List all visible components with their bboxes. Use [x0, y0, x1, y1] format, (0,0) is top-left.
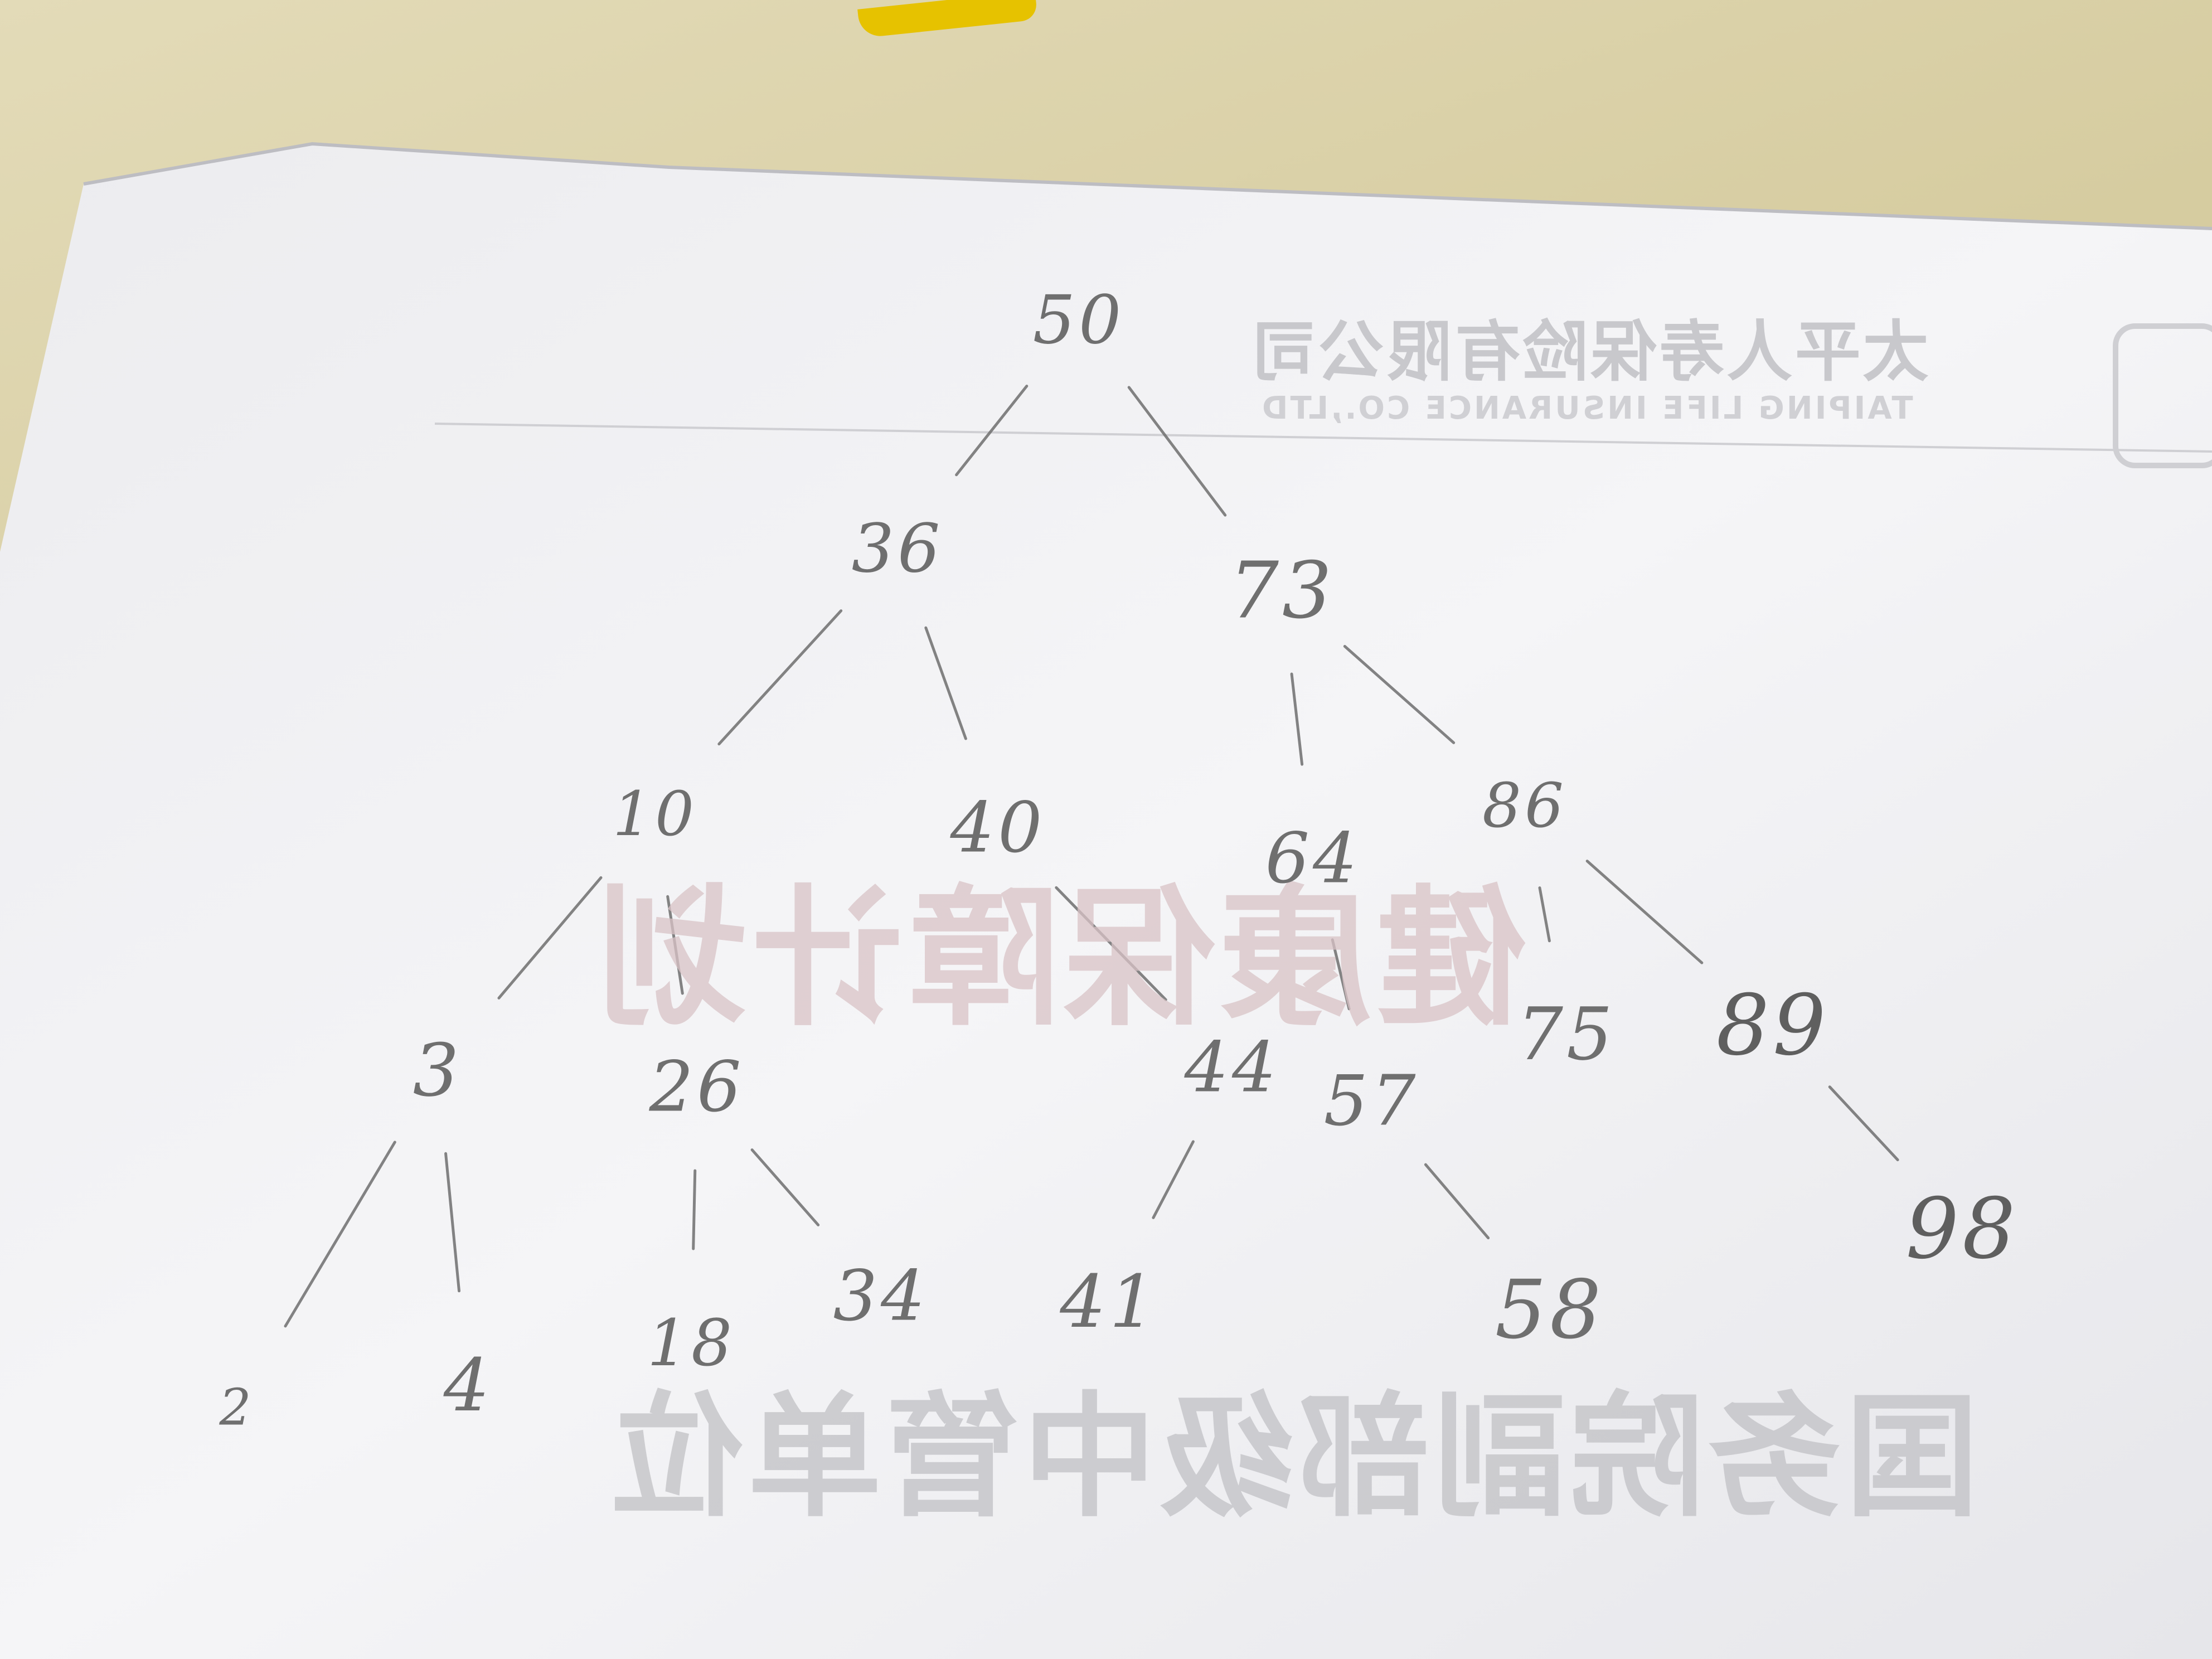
edge-3-4 — [444, 1152, 461, 1293]
tree-edges — [284, 385, 1899, 1328]
edge-36-40 — [924, 626, 967, 740]
node-26: 26 — [649, 1046, 745, 1128]
edge-36-10 — [717, 609, 843, 746]
node-64: 64 — [1265, 818, 1361, 899]
node-50: 50 — [1032, 282, 1125, 360]
node-58: 58 — [1495, 1263, 1605, 1357]
edge-86-75 — [1538, 886, 1551, 943]
node-3: 3 — [413, 1028, 463, 1113]
node-40: 40 — [950, 787, 1046, 869]
edge-57-58 — [1424, 1163, 1490, 1240]
show-through-company-name-en: TAIPING LIFE INSURANCE CO.,LTD — [1260, 390, 1913, 426]
edge-50-36 — [955, 385, 1029, 477]
edge-86-89 — [1585, 860, 1704, 964]
node-75: 75 — [1517, 992, 1616, 1076]
edge-10-3 — [497, 876, 603, 1000]
edge-64-57 — [1331, 938, 1351, 1011]
node-89: 89 — [1716, 977, 1830, 1074]
show-through-company-name: 太平人寿保险有限公司 — [1249, 313, 1929, 390]
node-86: 86 — [1482, 770, 1567, 841]
paper-shape — [0, 144, 2212, 1659]
edge-10-26 — [666, 895, 684, 995]
show-through-subheading: 国务院副部级中管单位 — [608, 1379, 1980, 1535]
node-18: 18 — [647, 1306, 736, 1381]
edge-40-44 — [1055, 886, 1167, 1001]
node-4: 4 — [443, 1343, 493, 1428]
node-41: 41 — [1060, 1259, 1159, 1344]
node-57: 57 — [1323, 1060, 1419, 1142]
edge-89-98 — [1828, 1085, 1899, 1162]
edge-50-73 — [1127, 386, 1227, 517]
edge-73-64 — [1290, 672, 1304, 766]
node-73: 73 — [1229, 545, 1336, 637]
edge-26-34 — [750, 1148, 820, 1226]
node-2: 2 — [219, 1378, 255, 1437]
edge-44-41 — [1152, 1140, 1195, 1219]
node-34: 34 — [833, 1255, 929, 1337]
edge-73-86 — [1343, 644, 1456, 744]
show-through-logo — [2113, 323, 2212, 468]
node-10: 10 — [613, 778, 697, 850]
node-98: 98 — [1905, 1181, 2019, 1278]
node-44: 44 — [1184, 1027, 1280, 1108]
paper-edge — [83, 142, 2212, 230]
show-through-rule — [434, 423, 2212, 453]
edge-3-2 — [284, 1141, 396, 1328]
node-36: 36 — [851, 510, 944, 588]
show-through-heading: 健康保障计划 — [591, 871, 1527, 1046]
edge-26-18 — [692, 1169, 697, 1250]
